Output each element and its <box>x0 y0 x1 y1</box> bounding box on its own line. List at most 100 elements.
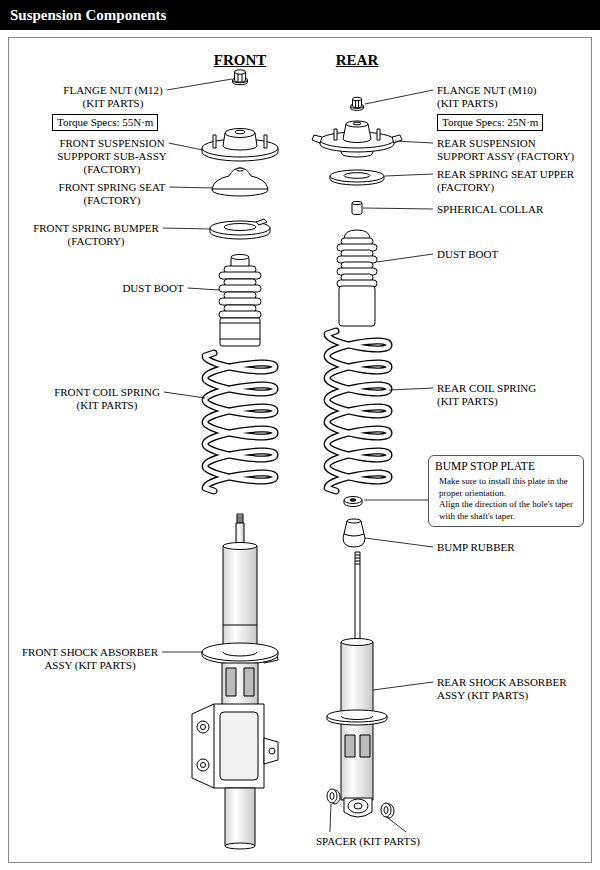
shock-absorber <box>344 798 372 817</box>
suspension-support <box>334 129 337 140</box>
shock-absorber <box>354 803 362 809</box>
shock-absorber <box>197 759 209 771</box>
shock-absorber <box>214 704 215 788</box>
shock-absorber <box>192 514 278 849</box>
shock-absorber <box>202 643 278 661</box>
shock-absorber <box>197 721 209 733</box>
leader-line <box>188 288 219 290</box>
coil-spring <box>205 353 275 491</box>
shock-absorber <box>264 738 278 764</box>
part-label: DUST BOOT <box>437 248 537 261</box>
bump-rubber <box>343 519 365 547</box>
bump-rubber <box>343 521 365 547</box>
shock-absorber <box>201 763 206 768</box>
part-label: DUST BOOT <box>103 282 203 295</box>
spacer <box>330 793 334 800</box>
leader-line <box>163 228 210 229</box>
flange-nut <box>351 97 364 110</box>
suspension-support <box>213 135 216 148</box>
spacer <box>384 807 388 814</box>
coil-spring <box>205 353 275 491</box>
bump-stop-plate <box>344 497 362 507</box>
leader-line <box>167 79 232 90</box>
suspension-support <box>312 135 322 143</box>
note-box: BUMP STOP PLATEMake sure to install this… <box>428 455 584 527</box>
label-text: REAR <box>336 52 379 68</box>
part-label: REAR SUSPENSION SUPPORT ASSY (FACTORY) <box>437 137 582 163</box>
flange-nut <box>233 70 248 85</box>
coil-spring <box>327 331 389 491</box>
spring-seat <box>236 168 244 171</box>
dust-boot <box>219 255 261 347</box>
leader-line <box>169 143 203 150</box>
box-heading: BUMP STOP PLATE <box>435 459 577 474</box>
spring-bumper <box>210 219 270 239</box>
leader-line <box>330 804 331 832</box>
title-bar: Suspension Components <box>0 0 600 30</box>
label-text: FLANGE NUT (M10) (KIT PARTS) <box>437 84 536 109</box>
part-label: FRONT COIL SPRING (KIT PARTS) <box>50 386 165 412</box>
spacer <box>381 803 391 817</box>
leader-lines <box>162 79 433 832</box>
suspension-support <box>377 129 380 140</box>
suspension-support <box>264 135 267 148</box>
shock-absorber <box>223 543 257 550</box>
dust-boot <box>220 318 260 346</box>
dust-boot <box>337 230 377 326</box>
part-label: SPHERICAL COLLAR <box>437 203 582 216</box>
shock-absorber <box>201 725 206 730</box>
shock-absorber <box>223 546 257 656</box>
dust-boot <box>231 255 249 260</box>
label-text: SPHERICAL COLLAR <box>437 203 543 215</box>
leader-line <box>377 254 433 262</box>
dust-boot <box>219 298 261 305</box>
label-text: DUST BOOT <box>437 248 498 260</box>
shock-absorber <box>348 799 368 813</box>
bump-stop-plate <box>344 497 362 504</box>
leader-line <box>373 682 433 690</box>
column-heading: REAR <box>322 51 392 69</box>
flange-nut <box>356 101 359 107</box>
part-label: SPACER (KIT PARTS) <box>303 835 433 848</box>
leader-line <box>365 90 433 104</box>
illustration <box>192 70 402 849</box>
suspension-support <box>312 121 402 157</box>
label-text: DUST BOOT <box>122 282 183 294</box>
shock-absorber <box>225 788 255 846</box>
part-label: FRONT SPRING SEAT (FACTORY) <box>53 181 171 207</box>
leader-line <box>385 174 433 176</box>
shock-absorber <box>341 639 373 646</box>
shock-absorber <box>226 668 236 696</box>
leader-line <box>395 141 433 143</box>
shock-absorber <box>192 704 264 788</box>
frame <box>9 38 592 863</box>
flange-nut <box>235 70 246 74</box>
shock-absorber <box>341 716 373 720</box>
leader-line <box>169 187 213 188</box>
label-text: SPACER (KIT PARTS) <box>316 835 420 847</box>
column-heading: FRONT <box>205 51 275 69</box>
label-text: FRONT <box>214 52 267 68</box>
shock-absorber <box>223 652 257 656</box>
spherical-collar <box>352 201 362 214</box>
suspension-support <box>346 121 368 127</box>
part-label: REAR COIL SPRING (KIT PARTS) <box>437 382 549 408</box>
leader-line <box>364 500 428 501</box>
label-text: FRONT COIL SPRING (KIT PARTS) <box>54 386 160 411</box>
leader-line <box>363 208 433 209</box>
suspension-support <box>225 129 255 138</box>
leader-line <box>389 388 433 390</box>
box-heading: Torque Specs: 25N·m <box>442 115 538 130</box>
shock-absorber <box>327 710 387 722</box>
dust-boot <box>219 311 261 318</box>
label-text: FRONT SUSPENSION SUPPPORT SUB-ASSY (FACT… <box>57 137 167 175</box>
shock-absorber <box>244 668 254 696</box>
dust-boot <box>339 286 375 326</box>
label-text: REAR SHOCK ABSORBER ASSY (KIT PARTS) <box>437 676 567 701</box>
torque-spec-box: Torque Specs: 25N·m <box>437 114 543 131</box>
spherical-collar <box>352 201 362 204</box>
shock-absorber <box>237 516 243 522</box>
spring-seat <box>330 170 384 185</box>
coil-spring <box>327 331 389 491</box>
